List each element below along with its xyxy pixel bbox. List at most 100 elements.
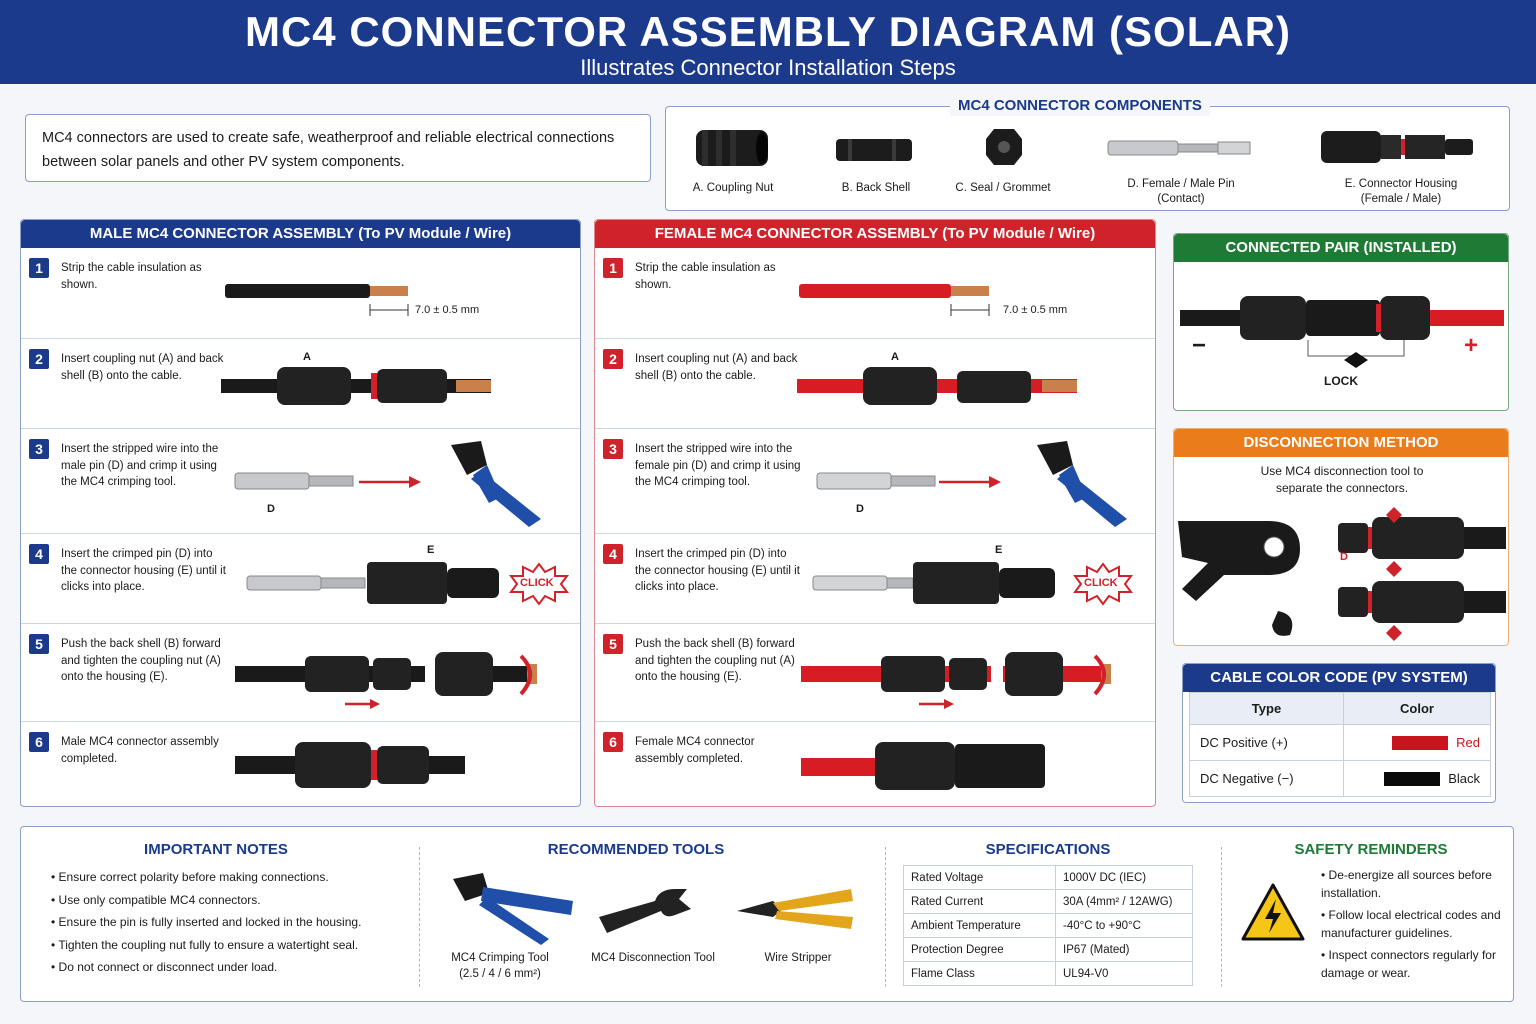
- stripped-red-cable-icon: [799, 284, 990, 316]
- step-number: 5: [603, 634, 623, 654]
- color-row-color: Black: [1343, 760, 1491, 797]
- component-label-e: E. Connector Housing: [1344, 178, 1458, 190]
- step-text: Strip the cable insulation as shown.: [635, 262, 776, 291]
- step-number: 4: [603, 544, 623, 564]
- arrow-right-icon: [359, 476, 421, 488]
- intro-text: MC4 connectors are used to create safe, …: [42, 130, 615, 170]
- connector-housing-icon: [1321, 131, 1473, 163]
- components-panel: A. Coupling Nut B. Back Shell C. Seal / …: [665, 106, 1510, 211]
- crimping-tool-icon: [1037, 441, 1127, 527]
- label-e: E: [427, 544, 435, 556]
- female-step-6: 6 Female MC4 connector assembly complete…: [595, 721, 1155, 808]
- step-number: 2: [603, 349, 623, 369]
- spec-key: Rated Current: [903, 889, 1056, 914]
- note-item: Tighten the coupling nut fully to ensure…: [51, 934, 421, 957]
- spec-value: 1000V DC (IEC): [1055, 865, 1193, 890]
- header-banner: MC4 CONNECTOR ASSEMBLY DIAGRAM (SOLAR) I…: [0, 0, 1536, 84]
- male-panel-title: MALE MC4 CONNECTOR ASSEMBLY (To PV Modul…: [21, 220, 580, 248]
- safety-item: Inspect connectors regularly for damage …: [1321, 946, 1506, 982]
- disconnection-panel: DISCONNECTION METHOD Use MC4 disconnecti…: [1173, 428, 1509, 646]
- click-label: CLICK: [1084, 577, 1118, 589]
- step-number: 1: [29, 258, 49, 278]
- color-code-title: CABLE COLOR CODE (PV SYSTEM): [1183, 664, 1495, 692]
- label-d: D: [267, 503, 275, 515]
- female-step-1: 1 Strip the cable insulation as shown. 7…: [595, 248, 1155, 338]
- push-and-tighten-icon: [801, 652, 1111, 709]
- black-swatch: [1384, 772, 1441, 787]
- note-item: Use only compatible MC4 connectors.: [51, 889, 421, 912]
- pin-into-housing-icon: [246, 562, 499, 604]
- step-number: 3: [29, 439, 49, 459]
- click-label: CLICK: [520, 577, 554, 589]
- spec-value: UL94-V0: [1055, 961, 1193, 986]
- stripped-cable-icon: [225, 284, 409, 316]
- color-row-color-name: Red: [1456, 734, 1480, 750]
- divider: [419, 847, 420, 987]
- divider: [885, 847, 886, 987]
- wire-stripper-icon: [737, 889, 853, 929]
- step-text: Insert the stripped wire into the female…: [635, 443, 801, 488]
- spec-key: Flame Class: [903, 961, 1056, 986]
- color-code-panel: CABLE COLOR CODE (PV SYSTEM) Type Color …: [1182, 663, 1496, 803]
- nut-and-shell-on-red-cable-icon: [797, 367, 1077, 405]
- separated-connectors-icon: [1338, 507, 1506, 641]
- step-text: Female MC4 connector assembly completed.: [635, 736, 755, 765]
- connected-pair-title: CONNECTED PAIR (INSTALLED): [1174, 234, 1508, 262]
- step-text: Male MC4 connector assembly completed.: [61, 736, 219, 765]
- intro-box: MC4 connectors are used to create safe, …: [25, 114, 651, 182]
- minus-label: −: [1192, 332, 1207, 359]
- notes-list: Ensure correct polarity before making co…: [51, 866, 421, 979]
- high-voltage-warning-icon: [1241, 883, 1305, 941]
- step-number: 3: [603, 439, 623, 459]
- male-step-5: 5 Push the back shell (B) forward and ti…: [21, 623, 580, 721]
- contact-pin-icon: [1107, 140, 1251, 156]
- click-burst-icon: [1073, 562, 1133, 606]
- tool-label: MC4 Disconnection Tool: [591, 952, 715, 964]
- label-e: E: [995, 544, 1003, 556]
- step-number: 4: [29, 544, 49, 564]
- strip-length-label: 7.0 ± 0.5 mm: [415, 304, 480, 316]
- safety-item: De-energize all sources before installat…: [1321, 866, 1506, 902]
- male-pin-icon: [234, 472, 354, 490]
- notes-title: IMPORTANT NOTES: [144, 841, 288, 858]
- component-label-d-sub: (Contact): [1157, 193, 1205, 205]
- color-row-type: DC Positive (+): [1189, 724, 1344, 761]
- step-number: 6: [603, 732, 623, 752]
- component-label-a: A. Coupling Nut: [692, 182, 774, 194]
- color-row-type: DC Negative (−): [1189, 760, 1344, 797]
- step-text: Insert coupling nut (A) and back shell (…: [635, 353, 798, 382]
- back-shell-icon: [836, 139, 912, 161]
- female-pin-icon: [816, 472, 936, 490]
- step-number: 1: [603, 258, 623, 278]
- female-step-5: 5 Push the back shell (B) forward and ti…: [595, 623, 1155, 721]
- spec-key: Protection Degree: [903, 937, 1056, 962]
- label-d: D: [856, 503, 864, 515]
- tool-label: Wire Stripper: [764, 952, 832, 964]
- step-text: Insert the crimped pin (D) into the conn…: [61, 548, 226, 593]
- plus-label: +: [1464, 332, 1479, 359]
- step-text: Push the back shell (B) forward and tigh…: [635, 638, 795, 683]
- note-item: Ensure the pin is fully inserted and loc…: [51, 911, 421, 934]
- bottom-info-panel: IMPORTANT NOTES Ensure correct polarity …: [20, 826, 1514, 1002]
- coupling-nut-icon: [696, 130, 768, 166]
- crimping-tool-icon: [451, 441, 541, 527]
- step-number: 5: [29, 634, 49, 654]
- lock-label: LOCK: [1324, 374, 1358, 388]
- color-row-color: Red: [1343, 724, 1491, 761]
- click-burst-icon: [509, 562, 569, 606]
- spec-key: Rated Voltage: [903, 865, 1056, 890]
- tools-title: RECOMMENDED TOOLS: [547, 841, 725, 858]
- color-row-color-name: Black: [1448, 770, 1480, 786]
- page-subtitle: Illustrates Connector Installation Steps: [580, 55, 956, 80]
- safety-list: De-energize all sources before installat…: [1321, 866, 1506, 982]
- color-code-header-type: Type: [1189, 692, 1344, 725]
- step-text: Push the back shell (B) forward and tigh…: [61, 638, 221, 683]
- note-item: Ensure correct polarity before making co…: [51, 866, 421, 889]
- color-code-table: Type Color DC Positive (+) Red DC Negati…: [1189, 692, 1491, 797]
- label-a: A: [303, 351, 311, 363]
- disconnection-tool-icon: [599, 889, 691, 933]
- pin-into-housing-icon: [812, 562, 1055, 604]
